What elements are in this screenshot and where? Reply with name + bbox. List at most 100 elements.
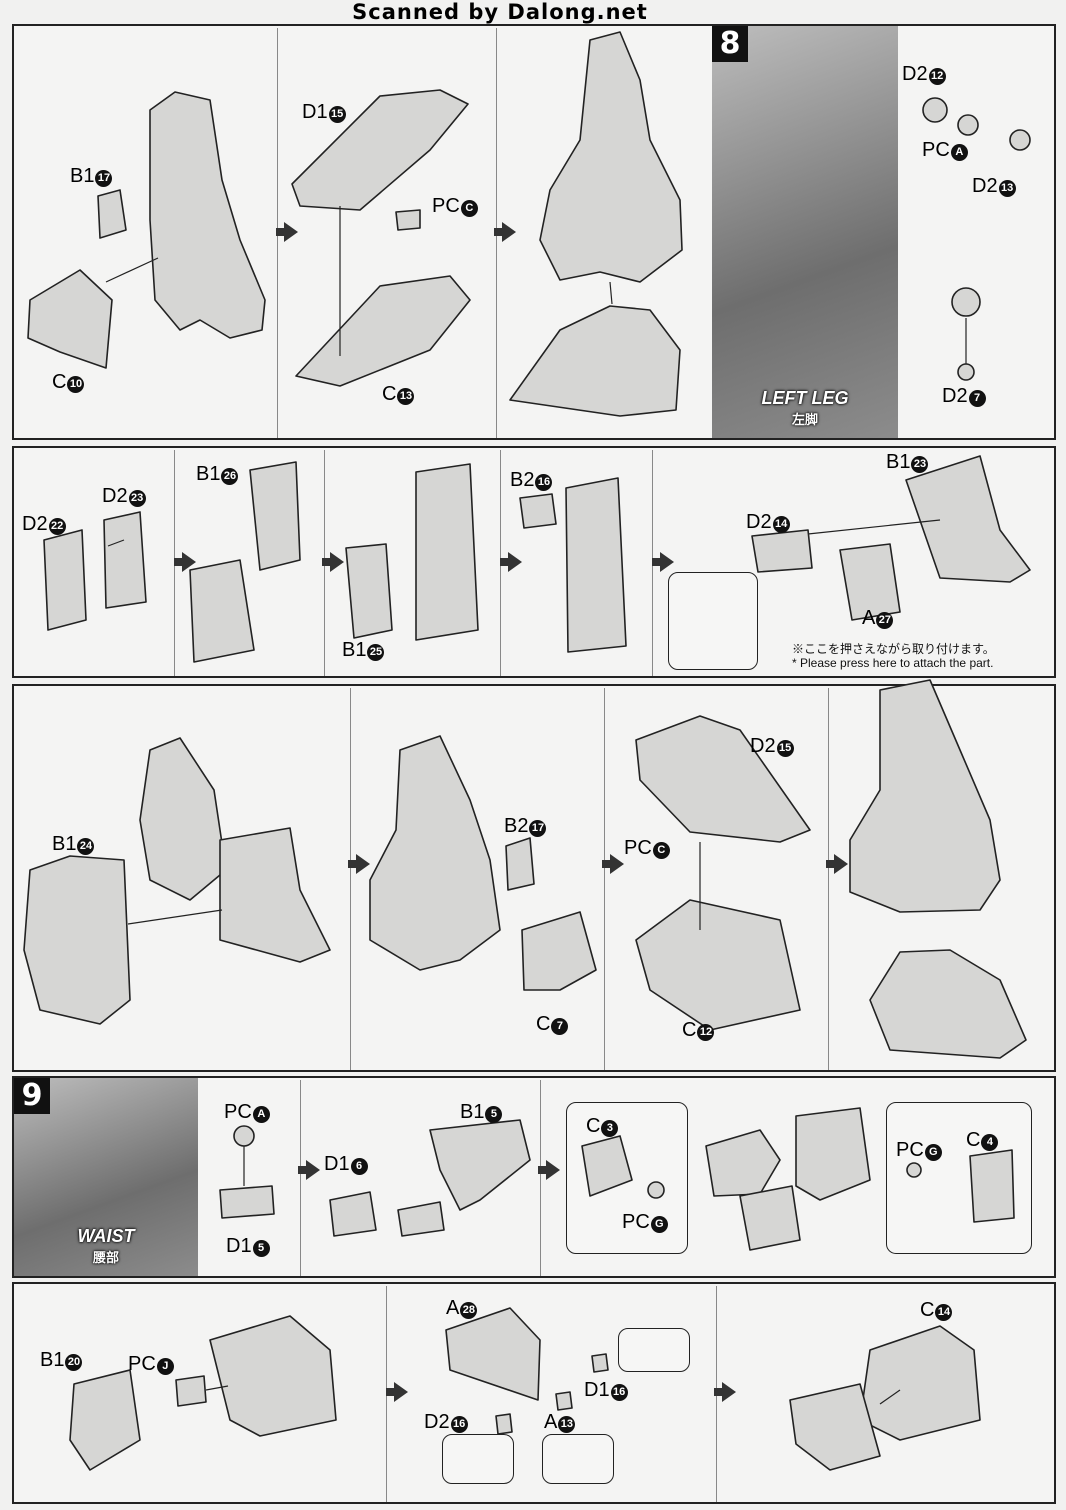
- part-code: C: [682, 1019, 697, 1041]
- part-code: PC: [922, 139, 950, 161]
- caption-jp: 腰部: [92, 1250, 119, 1265]
- part-number: 14: [935, 1304, 953, 1321]
- part-number: 14: [772, 516, 790, 533]
- part-number: A: [950, 144, 968, 161]
- part-number: 5: [252, 1240, 270, 1257]
- part-number: J: [156, 1358, 174, 1375]
- waist-assembly: [209, 1315, 337, 1437]
- part-small: [555, 1391, 573, 1411]
- guide-line: [105, 257, 159, 283]
- waist-part: [789, 1383, 881, 1471]
- guide-line: [107, 539, 125, 547]
- part-code: B1: [460, 1101, 485, 1123]
- part-number: 12: [928, 68, 946, 85]
- part-code: B1: [52, 833, 77, 855]
- part-code: PC: [896, 1139, 924, 1161]
- part-code: B1: [40, 1349, 65, 1371]
- step-arrow: [174, 552, 196, 572]
- foot-cover-d1-15: [291, 89, 469, 211]
- caption-en: WAIST: [77, 1226, 135, 1246]
- part-code: D2: [424, 1411, 450, 1433]
- pc-joint: [957, 363, 975, 381]
- part-code: D2: [746, 511, 772, 533]
- part-b1-23: [905, 455, 1031, 583]
- part-code: A: [544, 1411, 558, 1433]
- part-code: D2: [22, 513, 48, 535]
- pc-joint: [1009, 129, 1031, 151]
- step-arrow: [348, 854, 370, 874]
- part-number: 13: [397, 388, 415, 405]
- part-code: A: [862, 607, 876, 629]
- detail-callout: [542, 1434, 614, 1484]
- part-code: PC: [224, 1101, 252, 1123]
- part-code: D2: [942, 385, 968, 407]
- part-joint: [397, 1201, 445, 1237]
- divider: [300, 1080, 301, 1276]
- part-number: 13: [998, 180, 1016, 197]
- part-number: 16: [610, 1384, 628, 1401]
- step-arrow: [494, 222, 516, 242]
- left-leg-photo: [712, 26, 898, 438]
- divider: [828, 688, 829, 1070]
- part-number: 23: [911, 456, 929, 473]
- step-arrow: [322, 552, 344, 572]
- detail-callout: [618, 1328, 690, 1372]
- part-number: 25: [367, 644, 385, 661]
- part-number: 7: [551, 1018, 569, 1035]
- foot-frame-c13: [295, 275, 471, 387]
- guide-line: [609, 281, 613, 305]
- step-arrow: [538, 1160, 560, 1180]
- foot-cover-d2-15: [635, 715, 811, 843]
- leg-frame: [565, 477, 627, 653]
- part-small: [495, 1413, 513, 1435]
- part-code: B1: [196, 463, 221, 485]
- note-jp: ※ここを押さえながら取り付けます。: [792, 642, 995, 656]
- part-number: 4: [981, 1134, 999, 1151]
- waist-part-c14: [859, 1325, 981, 1441]
- part-d1-6: [329, 1191, 377, 1237]
- step-arrow: [276, 222, 298, 242]
- part-code: PC: [128, 1353, 156, 1375]
- part-a28: [445, 1307, 541, 1401]
- part-number: G: [650, 1216, 668, 1233]
- part-number: 15: [328, 106, 346, 123]
- part-d2-14: [751, 529, 813, 573]
- step-arrow: [298, 1160, 320, 1180]
- part-code: B1: [886, 451, 911, 473]
- caption-jp: 左脚: [791, 412, 818, 427]
- part-code: D1: [226, 1235, 252, 1257]
- step-number: 9: [14, 1078, 50, 1114]
- part-number: 16: [535, 474, 553, 491]
- part-number: 22: [48, 518, 66, 535]
- step-arrow: [602, 854, 624, 874]
- part-code: B2: [504, 815, 529, 837]
- part-code: PC: [622, 1211, 650, 1233]
- divider: [540, 1080, 541, 1276]
- part-b1-5: [429, 1119, 531, 1211]
- pc-c-joint: [395, 209, 421, 231]
- part-number: 17: [529, 820, 547, 837]
- part-number: G: [924, 1144, 942, 1161]
- part-number: 5: [485, 1106, 503, 1123]
- part-code: C: [966, 1129, 981, 1151]
- part-code: B2: [510, 469, 535, 491]
